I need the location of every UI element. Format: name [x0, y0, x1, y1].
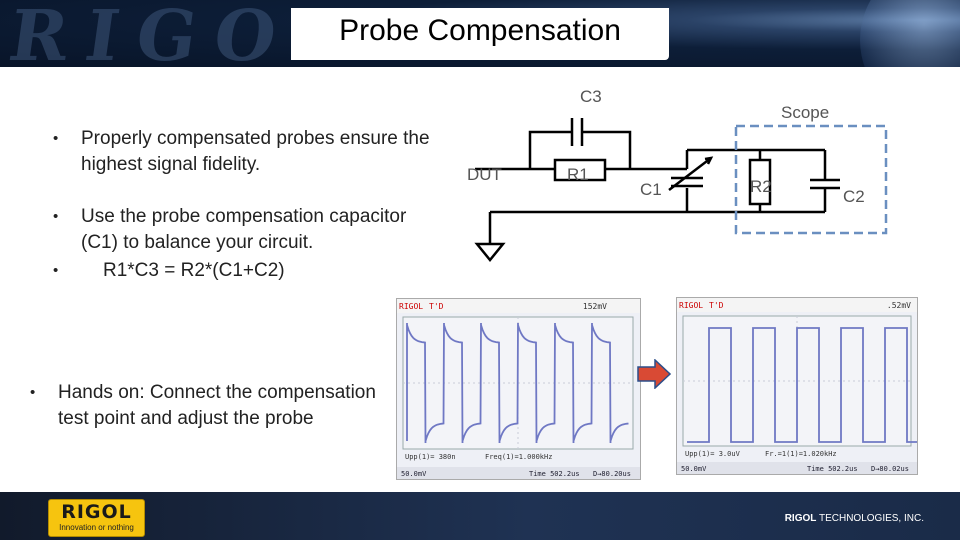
scope-ch1-scale: 50.0mV: [401, 470, 427, 478]
scope-boundary: [734, 124, 888, 235]
bullet-text: R1*C3 = R2*(C1+C2): [103, 260, 285, 281]
logo-tagline: Innovation or nothing: [59, 523, 134, 532]
planet-graphic: [860, 0, 960, 67]
scope-brand: RIGOL: [399, 302, 423, 311]
company-name: RIGOL TECHNOLOGIES, INC.: [785, 513, 924, 524]
rigol-logo: RIGOL Innovation or nothing: [48, 499, 145, 537]
scope-trigger: .52mV: [887, 301, 911, 310]
bullet-text: Hands on: Connect the compensation test …: [58, 382, 376, 429]
bullet-4: • Hands on: Connect the compensation tes…: [30, 380, 390, 460]
label-r2: R2: [750, 177, 772, 196]
scope-meas1: Upp(1)= 3.0uV: [685, 450, 741, 458]
scope-screenshot-overcompensated: RIGOL T'D 152mV Upp(1)= 380n Freq(1)=1.0…: [396, 298, 641, 480]
bullet-1: • Properly compensated probes ensure the…: [53, 126, 433, 180]
probe-circuit-diagram: C3 Scope DUT R1 C1 R2 C2: [467, 87, 888, 262]
company-brand: RIGOL: [784, 513, 817, 524]
bullet-text: Use the probe compensation capacitor (C1…: [81, 206, 407, 253]
bullet-2: • Use the probe compensation capacitor (…: [53, 204, 433, 258]
label-dut: DUT: [467, 165, 502, 184]
bullet-dot: •: [30, 384, 36, 401]
footer-bar: [0, 492, 960, 540]
title-box: [291, 8, 669, 60]
scope-time: Time 502.2us: [807, 465, 858, 473]
bullet-dot: •: [53, 262, 59, 279]
waveform-compensated: [687, 327, 917, 443]
scope-brand: RIGOL: [679, 301, 703, 310]
scope-screenshot-compensated: RIGOL T'D .52mV Upp(1)= 3.0uV Fr.=1(1)=1…: [676, 297, 918, 475]
scope-meas2: Freq(1)=1.000kHz: [485, 453, 552, 461]
label-scope: Scope: [781, 103, 829, 122]
label-c2: C2: [843, 187, 865, 206]
scope-delay: D→80.02us: [871, 465, 909, 473]
scope-time: Time 502.2us: [529, 470, 580, 478]
bullet-dot: •: [53, 130, 59, 147]
scope-mode: T'D: [709, 301, 724, 310]
page-title: Probe Compensation: [339, 14, 621, 47]
arrow-right-icon: [637, 359, 671, 389]
scope-trigger: 152mV: [583, 302, 607, 311]
waveform-overcompensated: [406, 322, 629, 444]
label-c3: C3: [580, 87, 602, 106]
scope-mode: T'D: [429, 302, 444, 311]
scope-meas1: Upp(1)= 380n: [405, 453, 456, 461]
label-r1: R1: [567, 165, 589, 184]
bullet-3: • R1*C3 = R2*(C1+C2): [53, 258, 433, 286]
company-rest: TECHNOLOGIES, INC.: [816, 513, 924, 524]
bullet-text: Properly compensated probes ensure the h…: [81, 128, 430, 175]
bullet-dot: •: [53, 208, 59, 225]
logo-word: RIGOL: [61, 501, 132, 523]
scope-ch1-scale: 50.0mV: [681, 465, 707, 473]
label-c1: C1: [640, 180, 662, 199]
scope-meas2: Fr.=1(1)=1.020kHz: [765, 450, 837, 458]
scope-delay: D→80.20us: [593, 470, 631, 478]
